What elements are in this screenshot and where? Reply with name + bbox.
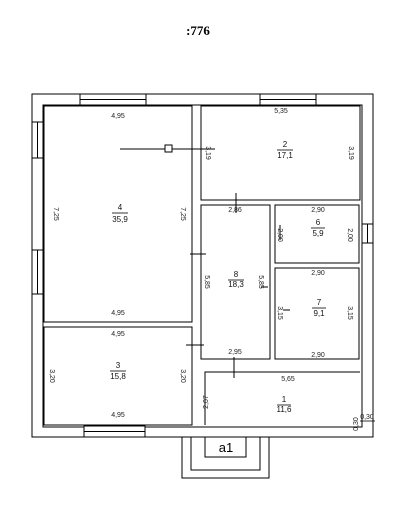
room-4-number: 4 — [118, 203, 123, 212]
door-marks — [120, 144, 290, 378]
wall-thickness-label: 0,30 — [360, 414, 374, 421]
room-3-outline — [43, 326, 193, 426]
room-6-area: 5,9 — [312, 229, 324, 238]
room-6-dim-top: 2,90 — [311, 207, 325, 214]
room-4-dim-right: 7,25 — [179, 207, 186, 221]
room-2-number: 2 — [283, 140, 288, 149]
room-8-number: 8 — [234, 270, 239, 279]
room-8-dim-bottom: 2,95 — [228, 349, 242, 356]
room-2-dim-right: 3,19 — [347, 146, 354, 160]
porch — [181, 436, 270, 479]
room-4-dim-left: 7,25 — [52, 207, 59, 221]
room-2-dim-left: 3,19 — [204, 146, 211, 160]
room-7-dim-left: 3,15 — [276, 306, 283, 320]
room-4-dim-bottom: 4,95 — [111, 310, 125, 317]
windows — [31, 93, 374, 438]
room-8-dim-right: 5,85 — [257, 275, 264, 289]
room-2-dim-top: 5,35 — [274, 108, 288, 115]
room-7-area: 9,1 — [313, 309, 325, 318]
room-8-dim-left: 5,85 — [203, 275, 210, 289]
room-4-area: 35,9 — [112, 215, 128, 224]
room-2-area: 17,1 — [277, 151, 293, 160]
room-1-number: 1 — [282, 395, 287, 404]
outer-walls — [31, 93, 374, 438]
room-6-dim-left: 2,00 — [276, 228, 283, 242]
room-6-dim-right: 2,00 — [346, 228, 353, 242]
room-1-outline — [204, 371, 360, 425]
wall-thickness-label-vertical: 0,30 — [353, 417, 360, 431]
room-8-area: 18,3 — [228, 280, 244, 289]
room-3-dim-top: 4,95 — [111, 331, 125, 338]
room-7-dim-right: 3,15 — [346, 306, 353, 320]
plan-title: :776 — [186, 23, 210, 38]
room-1-dim-top: 5,65 — [281, 376, 295, 383]
room-7-dim-bottom: 2,90 — [311, 352, 325, 359]
room-outlines — [43, 105, 361, 426]
room-7-dim-top: 2,90 — [311, 270, 325, 277]
room-3-area: 15,8 — [110, 372, 126, 381]
room-6-number: 6 — [316, 218, 321, 227]
room-4-dim-top: 4,95 — [111, 113, 125, 120]
room-4-outline — [43, 105, 193, 323]
room-3-number: 3 — [116, 361, 121, 370]
room-7-number: 7 — [317, 298, 322, 307]
room-3-dim-bottom: 4,95 — [111, 412, 125, 419]
room-3-dim-left: 3,20 — [48, 369, 55, 383]
room-2-outline — [200, 105, 361, 201]
porch-label: а1 — [219, 440, 233, 455]
room-7-outline — [274, 267, 360, 360]
room-3-dim-right: 3,20 — [179, 369, 186, 383]
room-8-dim-top: 2,86 — [228, 207, 242, 214]
room-1-dim-left: 2,07 — [203, 395, 210, 409]
room-6-outline — [274, 204, 360, 264]
room-1-area: 11,6 — [277, 405, 293, 414]
